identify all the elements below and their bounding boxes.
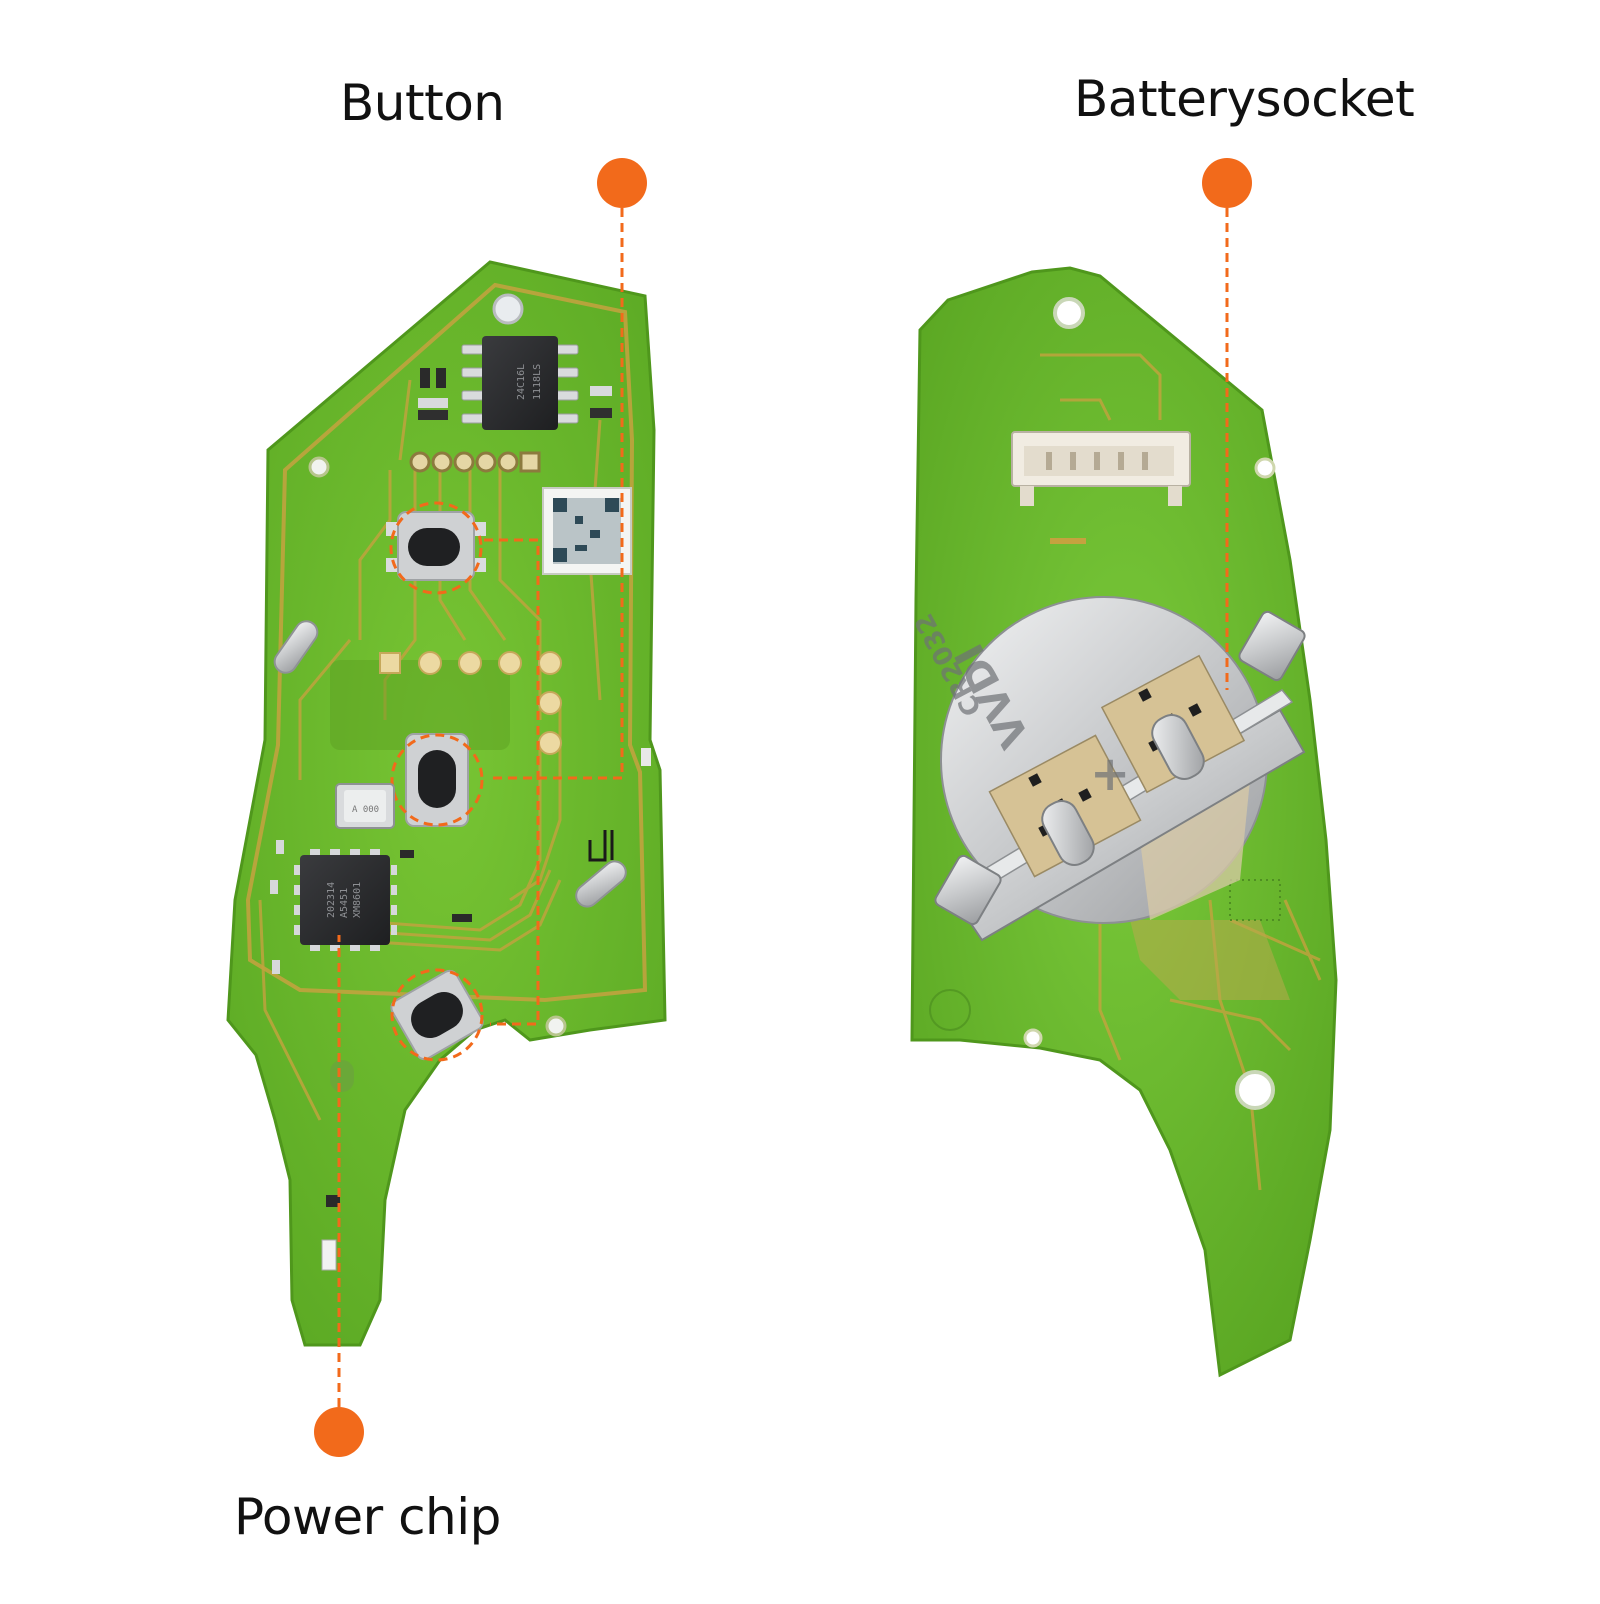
eeprom-chip: 1118LS 24C16L (461, 336, 579, 430)
callout-button (484, 158, 647, 1026)
tactile-button-middle (405, 733, 469, 827)
clip-plus-marking: + (1090, 746, 1130, 802)
left-misc-smd (270, 748, 651, 1271)
tactile-button-bottom (390, 969, 484, 1061)
tactile-button-top (386, 511, 486, 581)
left-contact-springs (273, 620, 627, 908)
left-via-2 (545, 1015, 567, 1037)
test-pads (379, 651, 562, 755)
callout-dot-battery-socket (1202, 158, 1252, 208)
left-mount-hole (492, 293, 524, 325)
left-smd-components (418, 368, 612, 420)
program-header-pins (409, 451, 541, 473)
left-pcb: 1118LS 24C16L (226, 260, 667, 1347)
qr-code-sticker (542, 487, 632, 575)
right-mount-hole-top (1053, 297, 1085, 329)
right-via-1 (1254, 457, 1276, 479)
rf-chip-marking-3: 202314 (326, 882, 337, 918)
right-misc-smd (1050, 538, 1281, 921)
battery-socket-clip: VVDI CR2032 + (909, 608, 1306, 942)
callout-power-chip (314, 935, 364, 1457)
left-via-1 (308, 456, 330, 478)
power-chip-label: Power chip (234, 1488, 501, 1546)
rf-power-chip: XM8601 A5451 202314 (294, 849, 397, 951)
button-highlight-circles (389, 501, 484, 1062)
pcb-logo (929, 989, 971, 1031)
callout-dot-power-chip (314, 1407, 364, 1457)
eeprom-marking-1: 1118LS (532, 364, 543, 400)
callout-battery-socket (1202, 158, 1252, 690)
callout-dot-button (597, 158, 647, 208)
battery-socket-label: Batterysocket (1074, 70, 1415, 128)
crystal-marking: A 000 (352, 805, 379, 815)
right-copper-pad (1130, 920, 1290, 1000)
rf-chip-marking-2: A5451 (339, 888, 350, 918)
left-ground-plane (330, 660, 510, 750)
rf-chip-marking-1: XM8601 (352, 882, 363, 918)
silkscreen-mark (588, 830, 614, 862)
eeprom-marking-2: 24C16L (516, 364, 527, 400)
button-label: Button (340, 74, 505, 132)
right-pcb: VVDI CR2032 + (909, 266, 1338, 1378)
right-mount-hole-bottom (1235, 1070, 1275, 1110)
left-pcb-edge-trace (245, 282, 648, 1003)
white-pin-connector (1011, 431, 1191, 506)
callout-line-button (484, 208, 624, 1026)
right-via-2 (1023, 1028, 1043, 1048)
crystal-oscillator: A 000 (335, 783, 395, 829)
